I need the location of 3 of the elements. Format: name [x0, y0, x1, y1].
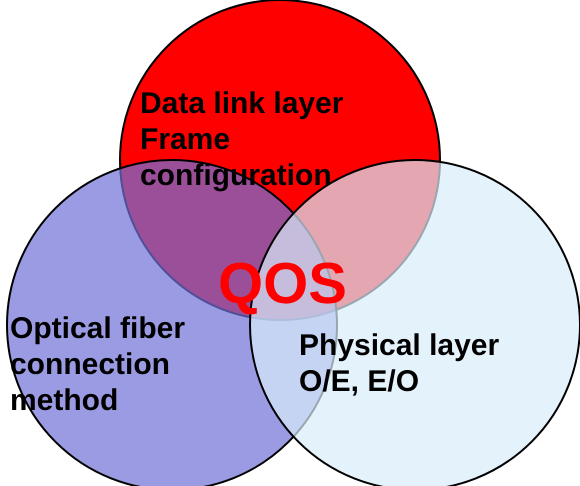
circle-label: O/E, E/O: [299, 364, 420, 400]
circle-label: Physical layer: [299, 328, 500, 364]
circle-label: Data link layer: [140, 86, 344, 122]
